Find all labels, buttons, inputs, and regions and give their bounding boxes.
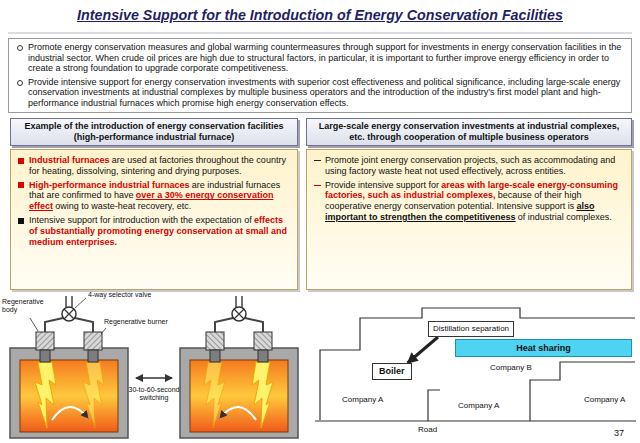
boiler-box: Boiler	[372, 363, 412, 380]
content-box: Industrial furnacesare used at factories…	[10, 149, 298, 290]
paragraph: Heat sharing	[460, 343, 627, 353]
timing-label: 30-to-60-second switching	[125, 386, 183, 401]
heat-band: Heat sharing	[455, 339, 632, 357]
paragraph: Distillation separation	[433, 324, 509, 333]
bullet-mark	[17, 80, 23, 86]
switch-arrow	[136, 377, 172, 379]
bullet-mark	[18, 158, 24, 164]
paragraph: Boiler	[379, 366, 405, 376]
box-text: Example of the introduction of energy co…	[24, 121, 283, 142]
company-label: Company A	[584, 396, 625, 405]
content-box: Promote joint energy conservation projec…	[306, 149, 632, 290]
paragraph: Example of the introduction of energy co…	[17, 121, 291, 143]
company-label: Company A	[342, 396, 383, 405]
box-text: Promote joint energy conservation projec…	[325, 155, 615, 176]
slide-title: Intensive Support for the Introduction o…	[0, 7, 640, 23]
furnace-figure	[10, 296, 128, 438]
company-label: Company B	[490, 364, 532, 373]
box-content: Industrial furnacesare used at factories…	[17, 155, 291, 247]
box-content: Distillation separation	[433, 324, 509, 333]
part-label: Regenerative body	[2, 298, 54, 313]
furnace-figure-switched	[180, 296, 298, 438]
paragraph: High-performance industrial furnacesare …	[17, 180, 291, 212]
bullet-mark	[17, 45, 23, 51]
heat-flow-arrow	[408, 337, 438, 363]
box-content: Heat sharing	[460, 343, 627, 353]
leader-line	[75, 298, 86, 308]
part-label: Regenerative burner	[104, 318, 168, 326]
box-text: Provide intensive support for	[325, 180, 439, 190]
box-text: of industrial complexes.	[518, 212, 612, 222]
bullet-mark	[314, 185, 321, 187]
part-label: 4-way selector valve	[88, 291, 151, 299]
paragraph: Promote energy conservation measures and…	[16, 42, 624, 74]
paragraph: Provide intensive support forareas with …	[313, 180, 625, 223]
leader-line	[101, 328, 106, 334]
box-text: Boiler	[379, 366, 405, 376]
road-label: Road	[418, 426, 437, 435]
box-text: Heat sharing	[516, 343, 571, 353]
box-content: Large-scale energy conservation investme…	[313, 121, 625, 143]
box-text: Provide intensive support for energy con…	[28, 77, 620, 108]
box-content: Boiler	[379, 366, 405, 376]
box-text: Intensive support for introduction with …	[29, 215, 252, 225]
site-map	[315, 308, 636, 421]
box-content: Example of the introduction of energy co…	[17, 121, 291, 143]
page-number: 37	[614, 429, 624, 439]
box-content: Promote joint energy conservation projec…	[313, 155, 625, 223]
box-text: Large-scale energy conservation investme…	[319, 121, 620, 142]
process-box: Distillation separation	[428, 321, 514, 337]
bullet-mark	[18, 218, 24, 224]
header-box: Example of the introduction of energy co…	[10, 118, 298, 146]
paragraph: Industrial furnacesare used at factories…	[17, 155, 291, 177]
bullet-mark	[18, 182, 24, 188]
box-text: Industrial furnaces	[29, 155, 110, 165]
box-text: Promote energy conservation measures and…	[28, 42, 621, 73]
leader-line	[30, 318, 38, 331]
bullet-mark	[314, 160, 321, 162]
box-text: Distillation separation	[433, 324, 509, 333]
paragraph: Promote joint energy conservation projec…	[313, 155, 625, 177]
title-rule	[8, 33, 632, 34]
paragraph: Provide intensive support for energy con…	[16, 77, 624, 109]
company-label: Company A	[458, 402, 499, 411]
paragraph: Intensive support for introduction with …	[17, 215, 291, 247]
header-box: Large-scale energy conservation investme…	[306, 118, 632, 146]
box-text: owing to waste-heat recovery, etc.	[55, 201, 191, 211]
box-text: High-performance industrial furnaces	[29, 180, 190, 190]
box-content: Promote energy conservation measures and…	[16, 42, 624, 109]
paragraph: Large-scale energy conservation investme…	[313, 121, 625, 143]
summary-box: Promote energy conservation measures and…	[8, 38, 632, 113]
